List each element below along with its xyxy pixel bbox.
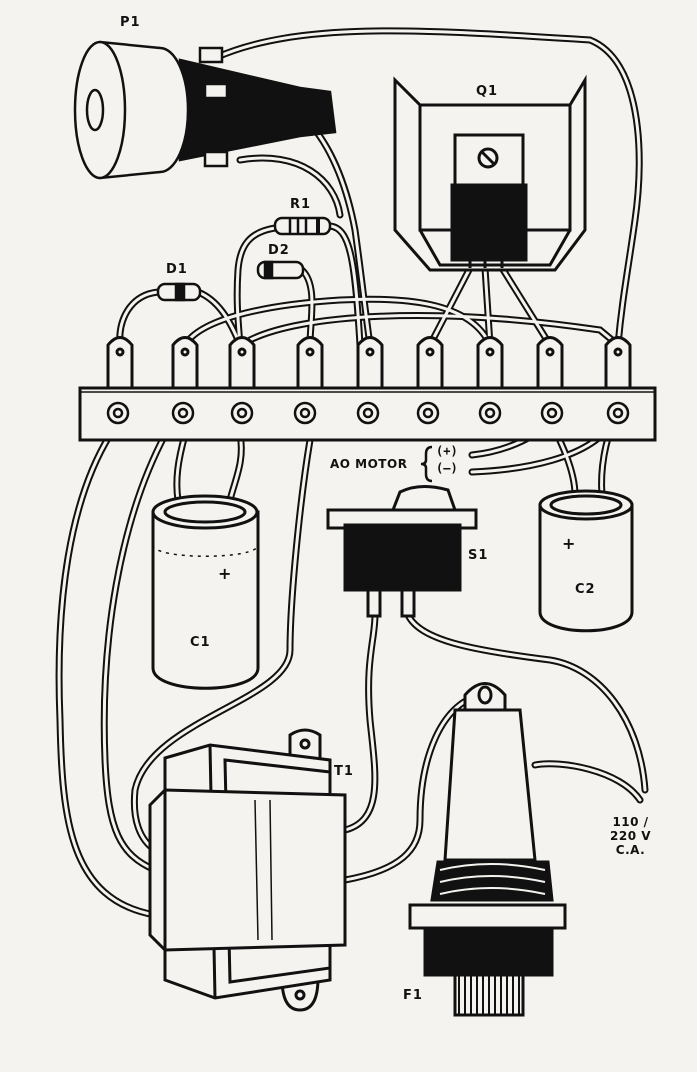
screw-row <box>106 401 630 425</box>
diode-d1 <box>156 282 202 302</box>
transformer-t1 <box>148 728 347 1012</box>
potentiometer-p1 <box>73 40 337 180</box>
lug-1 <box>106 336 134 390</box>
label-c2: C2 <box>575 582 596 597</box>
label-c1: C1 <box>190 635 211 650</box>
mains-line-2: 220 V <box>610 829 652 843</box>
c1-polarity-mark: + <box>218 564 233 583</box>
label-mains: 110 / 220 V C.A. <box>610 815 651 857</box>
terminal-strip <box>78 336 657 442</box>
lug-6 <box>416 336 444 390</box>
motor-positive: (+) <box>436 444 458 458</box>
motor-negative: (–) <box>436 461 458 475</box>
label-t1: T1 <box>334 764 354 779</box>
label-p1: P1 <box>120 15 141 30</box>
capacitor-c2 <box>538 489 634 633</box>
label-s1: S1 <box>468 548 489 563</box>
fuse-holder-f1 <box>408 682 567 1017</box>
label-d2: D2 <box>268 243 290 258</box>
capacitor-c1 <box>151 494 260 690</box>
switch-s1 <box>326 485 478 618</box>
resistor-r1 <box>273 216 332 236</box>
lug-3 <box>228 336 256 390</box>
c2-polarity-mark: + <box>562 534 577 553</box>
diode-d2 <box>256 260 305 280</box>
mains-line-3: C.A. <box>615 843 646 857</box>
label-d1: D1 <box>166 262 188 277</box>
label-motor: AO MOTOR <box>330 457 408 471</box>
lug-2 <box>171 336 199 390</box>
transistor-q1 <box>393 74 587 272</box>
mains-line-1: 110 / <box>612 815 649 829</box>
lug-8 <box>536 336 564 390</box>
lug-5 <box>356 336 384 390</box>
label-q1: Q1 <box>476 84 499 99</box>
lug-7 <box>476 336 504 390</box>
label-r1: R1 <box>290 197 312 212</box>
motor-brace <box>420 445 433 483</box>
label-f1: F1 <box>403 988 423 1003</box>
lug-9 <box>604 336 632 390</box>
lug-4 <box>296 336 324 390</box>
